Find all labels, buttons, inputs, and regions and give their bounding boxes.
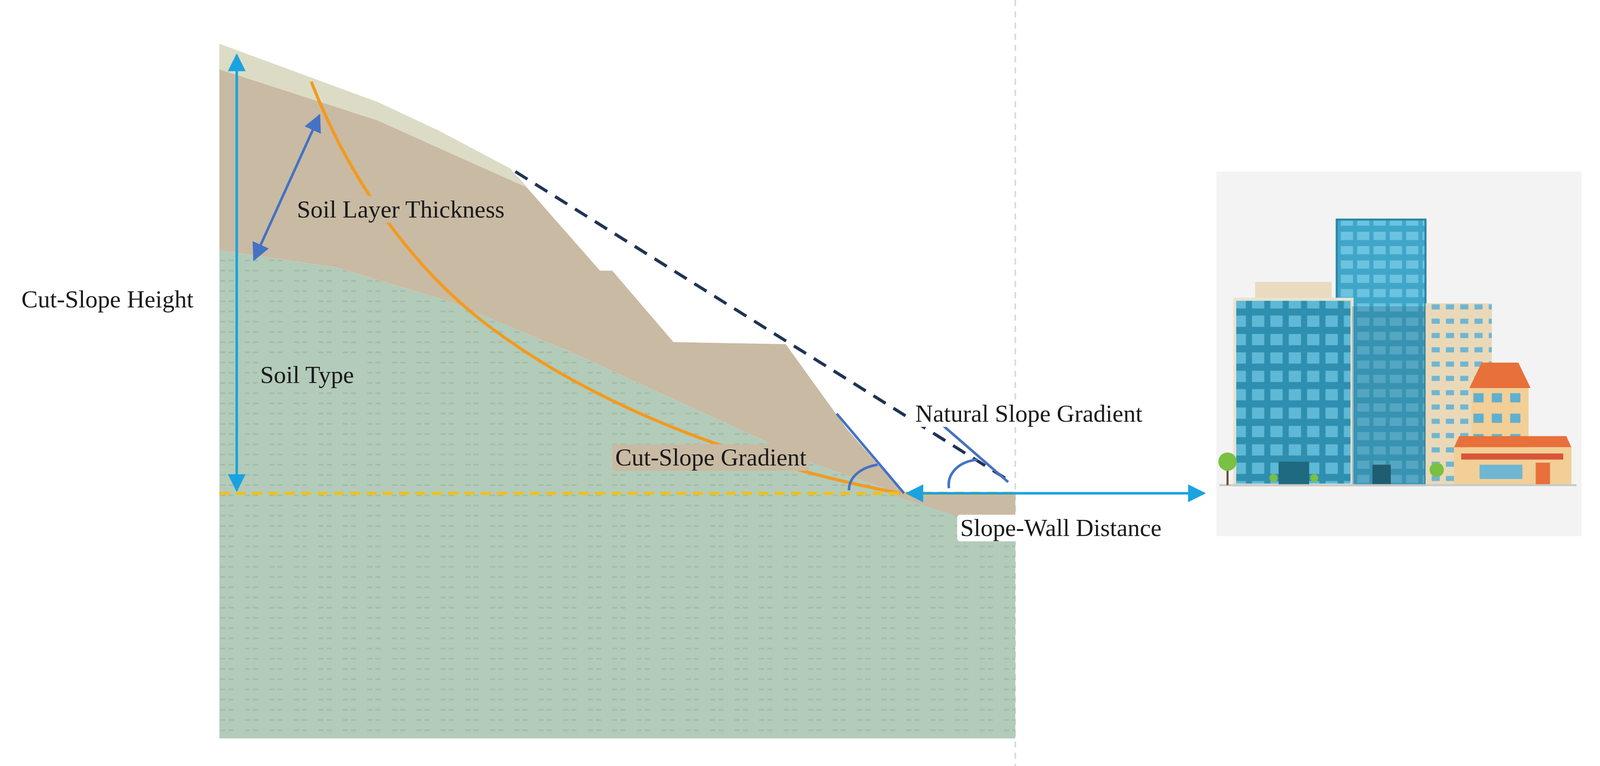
- gradient-label: Cut-Slope Gradient: [612, 444, 810, 471]
- building-picture: [1216, 171, 1582, 536]
- distance-label: Slope-Wall Distance: [957, 514, 1165, 541]
- gradient-label: Natural Slope Gradient: [912, 399, 1146, 427]
- thickness-label: Soil Layer Thickness: [293, 195, 508, 223]
- height-label: Cut-Slope Height: [18, 285, 197, 313]
- soil-type-label: Soil Type: [257, 361, 358, 388]
